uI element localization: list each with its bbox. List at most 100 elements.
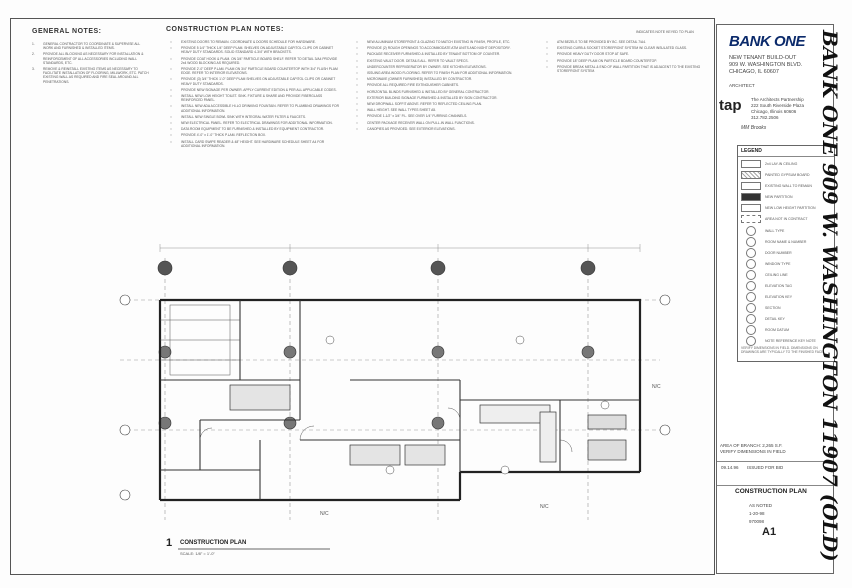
construction-note-item: ○PROVIDE 2'-0" DEEP P.LAM. PLAM ON 3/4" …: [170, 67, 342, 75]
legend-label: DOOR NUMBER: [765, 251, 792, 255]
note-text: PROVIDE 5 1/4" THICK 1/4" DEEP PLAM. SHE…: [181, 46, 334, 55]
legend-symbol-icon: [741, 160, 761, 168]
general-note-item: 1.GENERAL CONTRACTOR TO COORDINATE & SUP…: [32, 42, 150, 50]
construction-note-item: ○ UNDERCOUNTER REFRIGERATOR BY OWNER. SEE…: [356, 65, 528, 69]
legend-symbol-icon: [746, 226, 756, 236]
legend-item: SECTION: [741, 303, 831, 313]
construction-note-item: ○ PACKAGE RECEIVER FURNISHED & INSTALLED …: [356, 52, 528, 56]
legend-label: ELEVATION TAG: [765, 284, 792, 288]
note-text: PACKAGE RECEIVER FURNISHED & INSTALLED B…: [367, 52, 501, 57]
construction-note-item: ○CANOPIES AS PROVIDED. SEE EXTERIOR ELEV…: [356, 127, 528, 131]
construction-note-item: ○EXISTING CURB & SOCKET STOREFRONT SYSTE…: [546, 46, 711, 50]
note-key-icon: ○: [546, 46, 548, 51]
note-key-icon: ○: [170, 46, 172, 51]
note-text: PROVIDE (3) 3/4" THICK 1'-0" DEEP PLAM S…: [181, 77, 336, 86]
legend-item: ELEVATION KEY: [741, 292, 831, 302]
legend-item: AREA NOT IN CONTRACT: [741, 215, 831, 223]
construction-notes-col2: ○NEW ALUMINUM STOREFRONT & GLAZING TO MA…: [356, 40, 528, 133]
construction-note-item: ○HORIZONTAL BLINDS FURNISHED & INSTALLED…: [356, 90, 528, 94]
note-text: EXTERIOR BUILDING SIGNAGE FURNISHED & IN…: [367, 95, 498, 100]
sheet-number: A1: [762, 526, 777, 538]
legend-symbol-icon: [741, 204, 761, 212]
note-text: PROVIDE ALL REQUIRED FIRE EXTINGUISHER C…: [367, 83, 460, 88]
legend-symbol-icon: [746, 237, 756, 247]
note-key-icon: ○: [170, 114, 172, 119]
construction-notes-col1: ○EXISTING DOORS TO REMAIN. COORDINATE & …: [170, 40, 342, 150]
note-text: PROVIDE 18" DEEP PLAM ON PARTICLE BOARD …: [557, 58, 657, 63]
legend-symbol-icon: [741, 182, 761, 190]
note-text: PROVIDE ALL BLOCKING AS NECESSARY FOR IN…: [43, 52, 144, 65]
legend-symbol-icon: [746, 259, 756, 269]
construction-note-item: ○MICROWAVE (OWNER FURNISHED) INSTALLED B…: [356, 77, 528, 81]
construction-note-item: ○ATM BEZELS TO BE PROVIDED BY BC. SEE DE…: [546, 40, 711, 44]
note-key-icon: ○: [356, 120, 358, 125]
sheet-border: [10, 18, 715, 575]
area-note: AREA OF BRANCH: 2,265 S.F. VERIFY DIMENS…: [720, 443, 786, 454]
drawing-title: CONSTRUCTION PLAN: [735, 488, 807, 495]
legend-item: EXISTING WALL TO REMAIN: [741, 182, 831, 190]
note-text: NEW DROPWALL SOFFIT ABOVE. REFER TO REFL…: [367, 102, 482, 107]
note-key-icon: ○: [356, 95, 358, 100]
construction-notes-col3: ○ ATM BEZELS TO BE PROVIDED BY BC. SEE DE…: [546, 40, 711, 75]
note-text: EXISTING VAULT DOOR. DETAILS ALL. REFER …: [367, 58, 469, 63]
construction-note-item: ○ISSUING AREA WOOD FLOORING. REFER TO FI…: [356, 71, 528, 75]
architect-info: The Architects Partnership 222 South Riv…: [751, 97, 805, 120]
nic-label-east: N/C: [652, 384, 661, 390]
note-key-icon: ○: [356, 77, 358, 82]
legend-symbol-icon: [746, 292, 756, 302]
legend-symbol-icon: [746, 270, 756, 280]
plan-caption-scale: SCALE: 1/8" = 1'-0": [180, 551, 215, 556]
legend-label: ROOM NAME & NUMBER: [765, 240, 807, 244]
note-text: ATM BEZELS TO BE PROVIDED BY BC. SEE DET…: [557, 40, 646, 44]
handwritten-annotation: BANK ONE 909 W. WASHINGTON 11907 (OLD): [818, 30, 842, 562]
date-value: 1-20-98: [749, 511, 765, 516]
architect-logo: tap: [719, 97, 742, 114]
construction-note-item: ○ PROVIDE NEW SIGNAGE PER OWNER. APPLY CU…: [170, 88, 342, 92]
note-key-icon: ○: [546, 58, 548, 63]
construction-note-item: ○INSTALL CARD SWIPE READER & 48" HEIGHT.…: [170, 140, 342, 148]
construction-note-item: ○PROVIDE ALL REQUIRED FIRE EXTINGUISHER …: [356, 83, 528, 87]
note-key-icon: ○: [356, 40, 358, 44]
legend-item: 2x4 LAY-IN CEILING: [741, 160, 831, 168]
project-number: 970098: [749, 519, 765, 524]
construction-note-item: ○EXISTING DOORS TO REMAIN. COORDINATE & …: [170, 40, 342, 44]
note-key-icon: ○: [356, 114, 358, 119]
note-text: WALL HEIGHT. SEE WALL TYPES SHEET A5.: [367, 108, 437, 113]
note-text: UNDERCOUNTER REFRIGERATOR BY OWNER. SEE …: [367, 64, 487, 69]
construction-note-item: ○PROVIDE (2) ROUGH OPENINGS TO ACCOMMODA…: [356, 46, 528, 50]
note-text: INSTALL NEW LOW HEIGHT TOILET. SINK. FIX…: [181, 94, 323, 103]
note-key-icon: ○: [356, 89, 358, 94]
note-key-icon: ○: [356, 71, 358, 76]
note-text: PROVIDE BREAK METAL & END OF WALL PARTIT…: [557, 64, 701, 74]
construction-note-item: ○ PROVIDE BREAK METAL & END OF WALL PARTI…: [546, 65, 711, 73]
legend-footnote: VERIFY DIMENSIONS IN FIELD. DIMENSIONS O…: [741, 346, 825, 354]
note-key-icon: ○: [356, 58, 358, 63]
note-text: CANOPIES AS PROVIDED. SEE EXTERIOR ELEVA…: [367, 126, 456, 131]
legend-label: WINDOW TYPE: [765, 262, 791, 266]
note-key-icon: ○: [170, 133, 172, 138]
note-key-icon: ○: [356, 64, 358, 69]
construction-notes-title: CONSTRUCTION PLAN NOTES:: [166, 26, 284, 33]
note-key-icon: ○: [170, 94, 172, 99]
plan-caption-title: CONSTRUCTION PLAN: [180, 540, 247, 546]
legend-label: EXISTING WALL TO REMAIN: [765, 184, 812, 188]
note-key-icon: ○: [356, 52, 358, 57]
issue-description: ISSUED FOR BID: [747, 465, 784, 470]
construction-note-item: ○PROVIDE 1-1/2" x 3/4" P.L. SEE OVER 1/4…: [356, 114, 528, 118]
legend-item: ROOM NAME & NUMBER: [741, 237, 831, 247]
legend-item: ELEVATION TAG: [741, 281, 831, 291]
note-text: PROVIDE NEW SIGNAGE PER OWNER. APPLY CUR…: [181, 87, 337, 92]
legend-label: NEW PARTITION: [765, 195, 793, 199]
note-key-icon: ○: [546, 64, 548, 69]
legend-item: NEW LOW HEIGHT PARTITION: [741, 204, 831, 212]
note-text: PROVIDE COAT HOOK & PLAM. ON 3/4" PARTIC…: [181, 56, 338, 65]
legend-symbol-icon: [746, 248, 756, 258]
note-key-icon: ○: [170, 87, 172, 92]
general-notes-list: 1.GENERAL CONTRACTOR TO COORDINATE & SUP…: [32, 42, 150, 86]
construction-note-item: ○PROVIDE COAT HOOK & PLAM. ON 3/4" PARTI…: [170, 57, 342, 65]
note-text: INSTALL NEW SINGLE BOWL SINK WITH INTEGR…: [181, 114, 306, 119]
plan-caption-number: 1: [166, 537, 173, 549]
construction-note-item: ○ INSTALL NEW LOW HEIGHT TOILET. SINK. FI…: [170, 94, 342, 102]
note-key-icon: ○: [546, 52, 548, 57]
